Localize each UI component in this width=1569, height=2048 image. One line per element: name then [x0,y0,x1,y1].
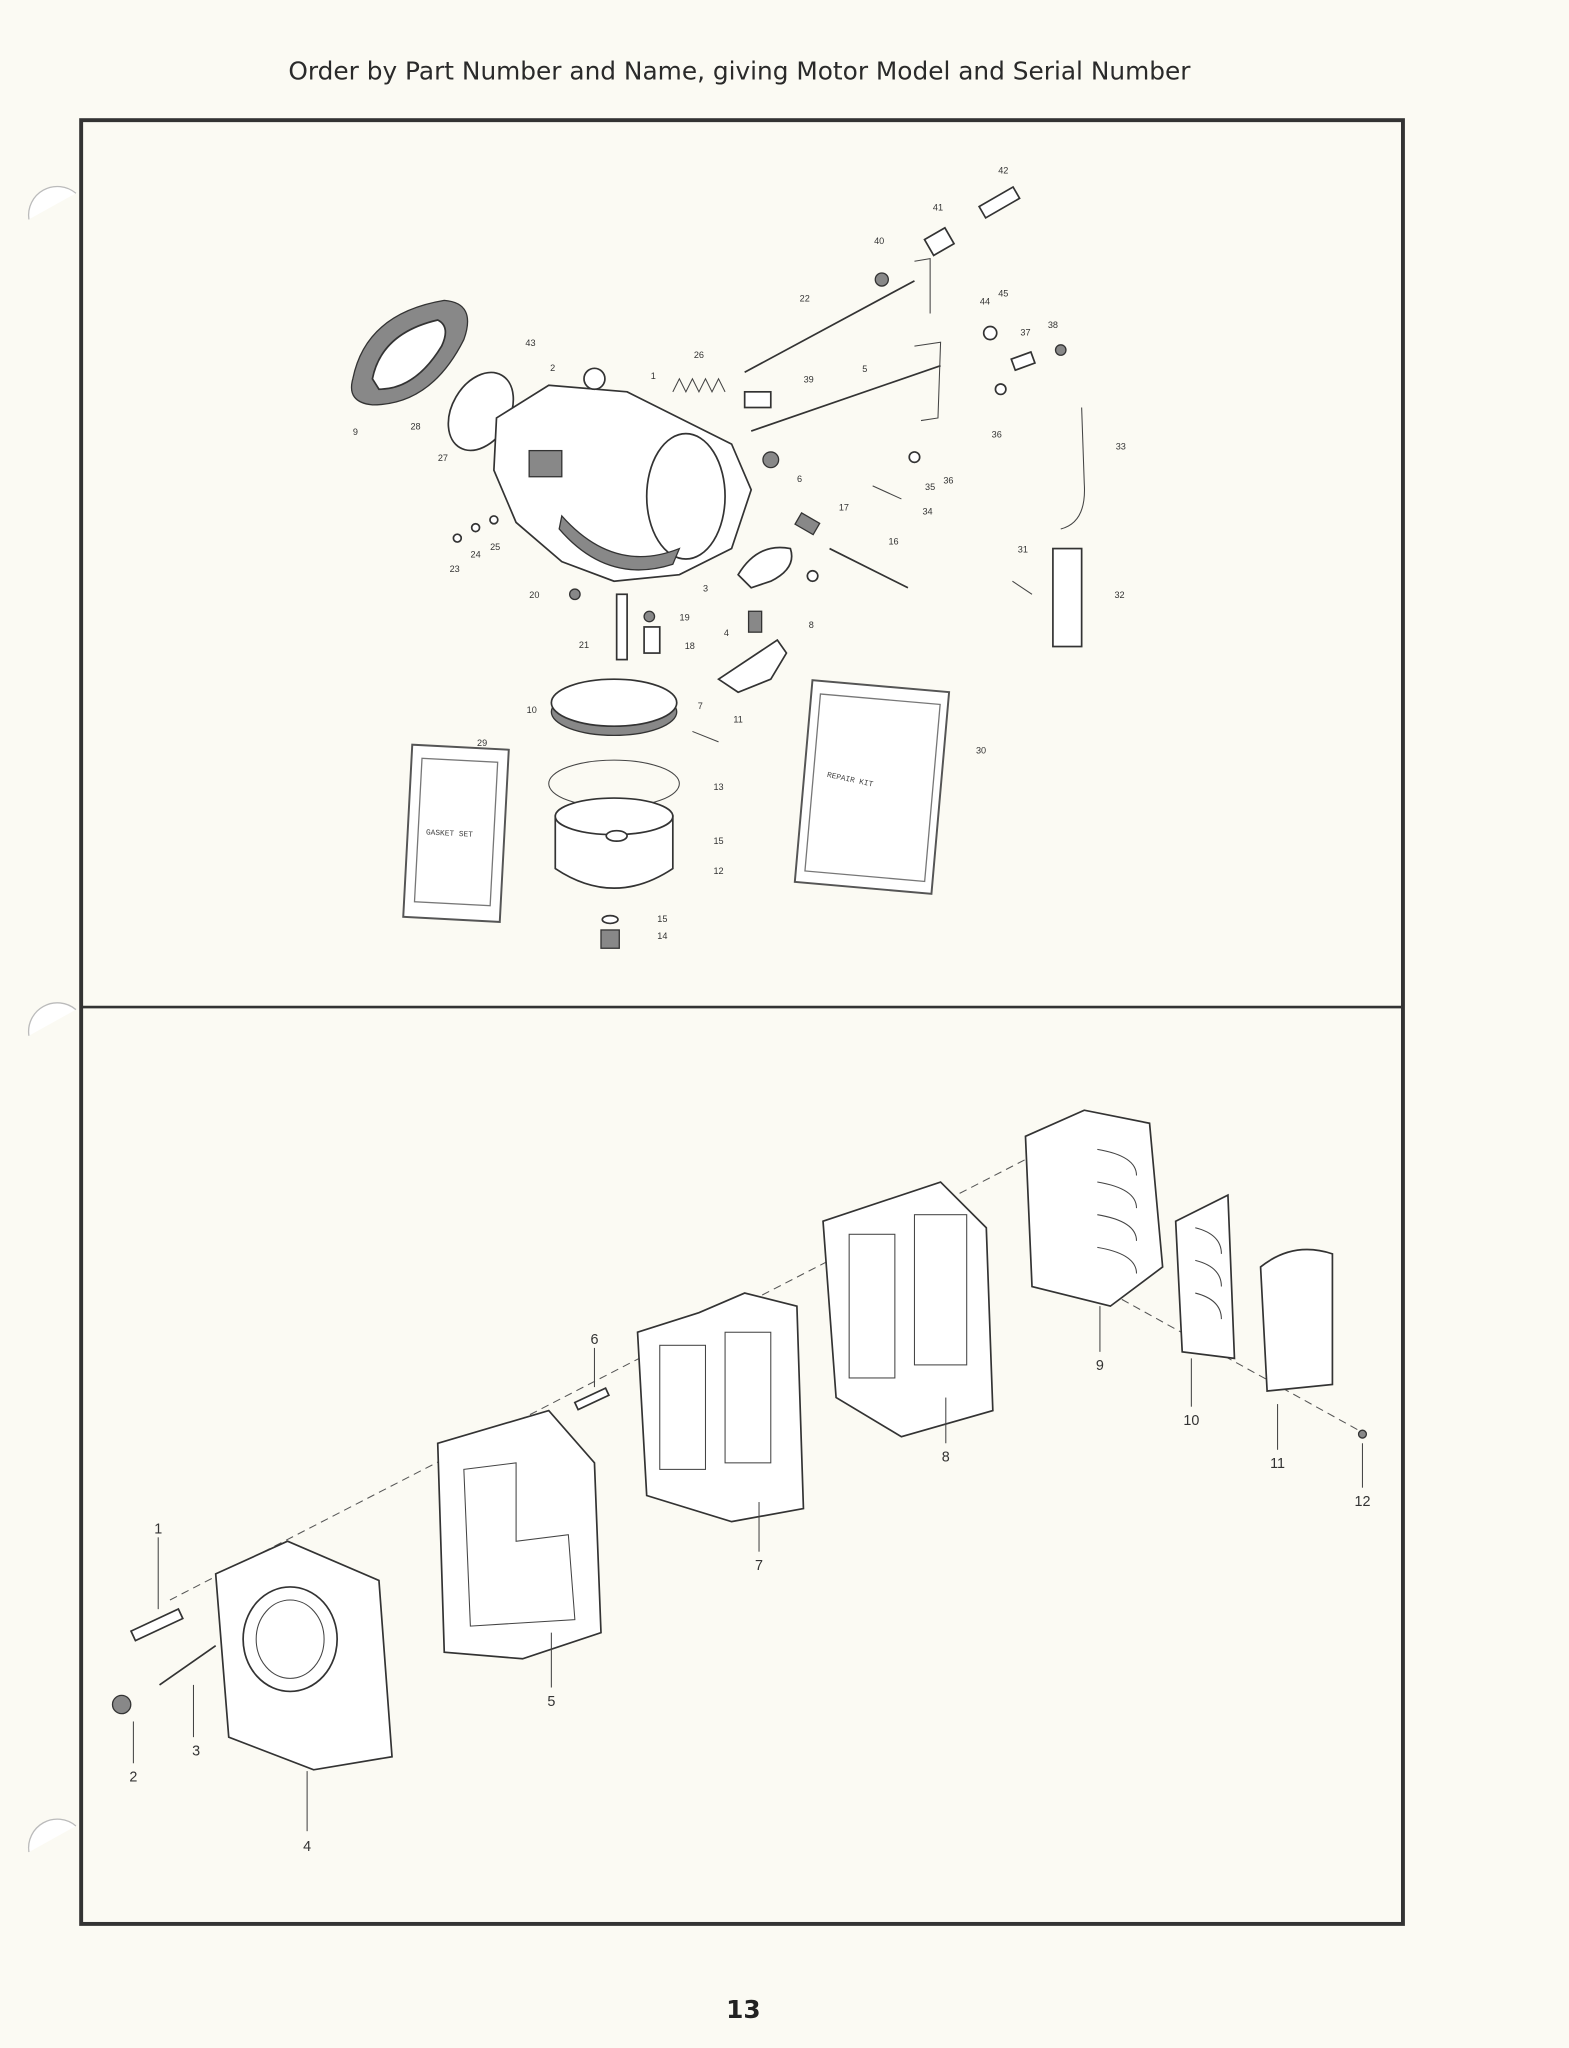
callout-label: 39 [804,375,814,385]
callout-label: 40 [874,236,884,246]
reed-valve-callouts: 1 2 3 4 5 6 7 8 9 10 11 12 [129,1306,1370,1855]
callout-label: 45 [998,288,1008,298]
reed-valve-exploded-view [111,1109,1368,1771]
callout-label: 36 [992,430,1002,440]
callout-label: 2 [550,363,555,373]
callout-label: 26 [694,350,704,360]
carburetor-callouts: 42 41 40 22 44 45 37 38 26 39 5 2 1 9 28… [353,166,1126,941]
callout-label: 22 [800,294,810,304]
callout-label: 44 [980,296,990,306]
callout-label: 18 [685,641,695,651]
callout-label: 42 [998,166,1008,176]
callout-label: 8 [942,1450,950,1466]
carburetor-exploded-view: GASKET SET REPAIR KIT [350,185,1085,949]
gasket-set-kit: GASKET SET [402,743,510,923]
callout-label: 14 [657,931,667,941]
callout-label: 11 [1270,1456,1285,1472]
callout-label: 1 [154,1521,162,1537]
callout-label: 9 [353,427,358,437]
callout-label: 20 [529,590,539,600]
callout-label: 33 [1116,441,1126,451]
callout-label: 43 [525,338,535,348]
repair-kit: REPAIR KIT [793,679,951,895]
callout-label: 35 [925,482,935,492]
callout-label: 29 [477,738,487,748]
callout-label: 6 [590,1332,598,1348]
callout-label: 30 [976,746,986,756]
callout-label: 8 [809,620,814,630]
callout-label: 19 [680,612,690,622]
callout-label: 9 [1096,1358,1104,1374]
callout-label: 37 [1020,328,1030,338]
callout-label: 13 [713,782,723,792]
callout-label: 21 [579,640,589,650]
callout-label: 23 [450,564,460,574]
callout-label: 7 [698,701,703,711]
callout-label: 4 [724,628,729,638]
svg-text:GASKET SET: GASKET SET [426,828,474,839]
diagram-frame [79,118,1405,1926]
callout-label: 12 [713,866,723,876]
page-number: 13 [726,1995,761,2024]
callout-label: 27 [438,453,448,463]
callout-label: 3 [192,1743,200,1759]
callout-label: 28 [410,422,420,432]
callout-label: 15 [657,914,667,924]
callout-label: 36 [943,475,953,485]
callout-label: 7 [755,1558,763,1574]
callout-label: 38 [1048,320,1058,330]
callout-label: 34 [922,507,932,517]
callout-label: 24 [471,550,481,560]
callout-label: 2 [129,1770,137,1786]
callout-label: 5 [862,364,867,374]
callout-label: 17 [839,503,849,513]
callout-label: 32 [1114,590,1124,600]
callout-label: 10 [1183,1413,1199,1429]
callout-label: 12 [1354,1494,1370,1510]
callout-label: 41 [933,202,943,212]
callout-label: 16 [888,537,898,547]
callout-label: 11 [733,714,742,724]
callout-label: 25 [490,542,500,552]
callout-label: 15 [713,836,723,846]
callout-label: 4 [303,1839,311,1855]
binder-holes [27,185,77,1853]
callout-label: 10 [527,705,537,715]
order-instruction-header: Order by Part Number and Name, giving Mo… [288,57,1191,86]
callout-label: 3 [703,584,708,594]
callout-label: 1 [651,371,656,381]
callout-label: 6 [797,474,802,484]
callout-label: 5 [547,1694,555,1710]
callout-label: 31 [1018,544,1028,554]
